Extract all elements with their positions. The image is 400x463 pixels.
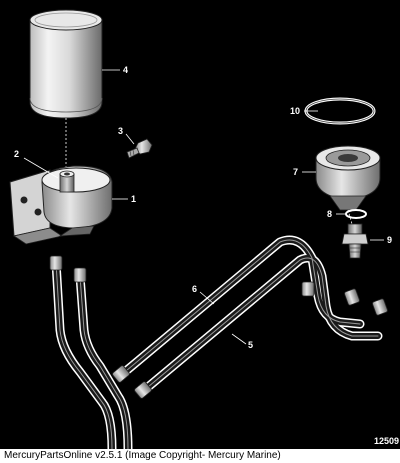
leader-lines [23,69,384,345]
callout-1: 1 [131,194,136,204]
callout-5: 5 [248,340,253,350]
callout-7: 7 [293,167,298,177]
oil-filter-part [29,9,103,119]
threaded-nipple-part [59,170,75,193]
callout-6: 6 [192,284,197,294]
copyright-footer: MercuryPartsOnline v2.5.1 (Image Copyrig… [0,449,400,463]
filter-adapter-bracket-part [9,165,113,245]
callout-4: 4 [123,65,128,75]
remote-filter-adapter-part [315,145,381,211]
callout-2: 2 [14,149,19,159]
hose-fitting-part [341,223,369,259]
callout-9: 9 [387,235,392,245]
callout-10: 10 [290,106,300,116]
figure-number: 12509 [374,436,399,446]
callout-8: 8 [327,209,332,219]
exploded-view-drawing: 4 1 2 3 6 5 10 7 8 9 12509 [9,9,399,454]
callout-3: 3 [118,126,123,136]
oil-hoses-part [49,235,388,454]
bolt-part [126,138,153,159]
hose-end-fittings [49,255,388,399]
